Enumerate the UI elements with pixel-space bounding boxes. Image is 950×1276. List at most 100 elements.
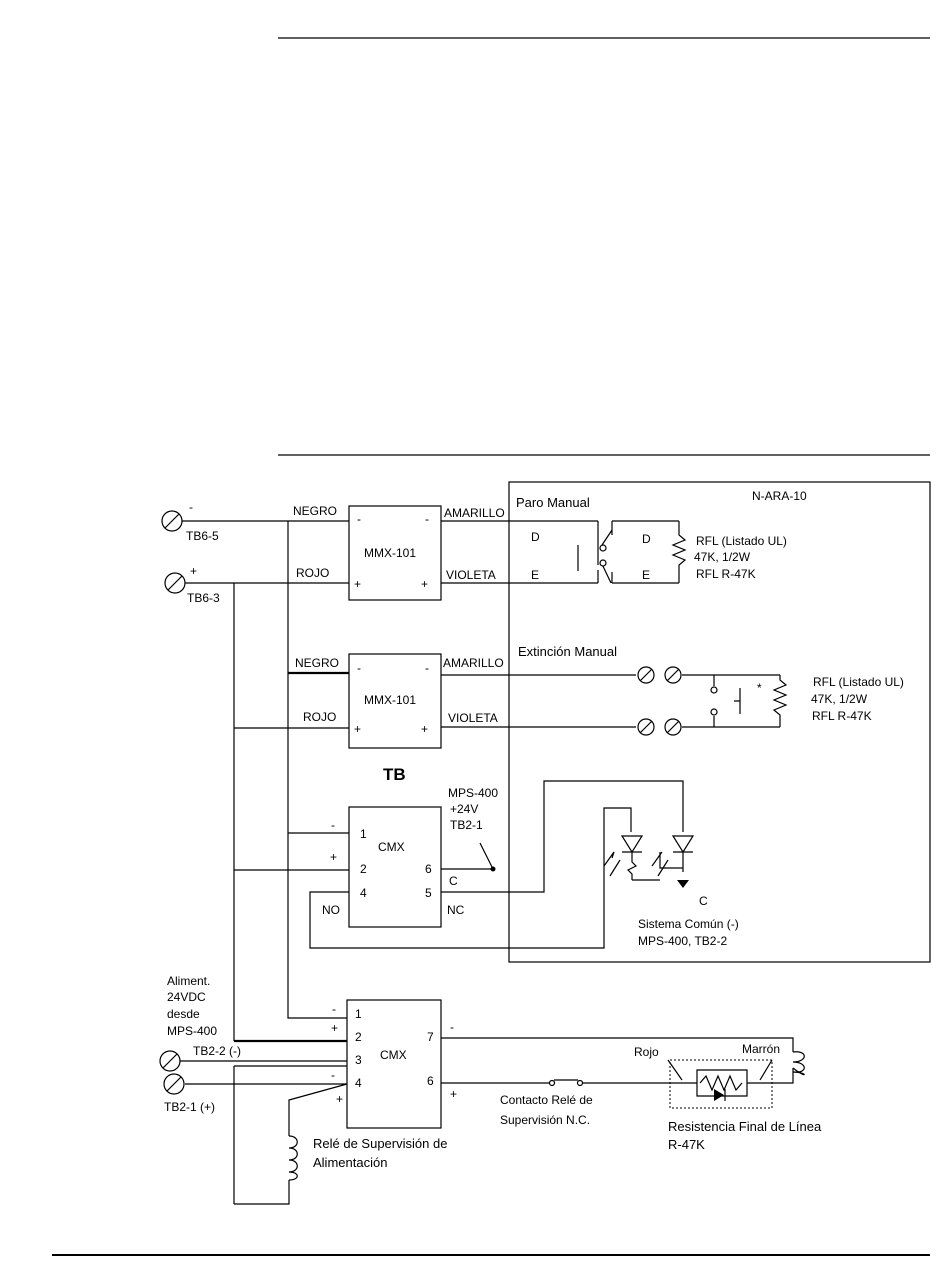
cmx-1-pin-6: 6 (425, 862, 432, 876)
contacto-line-2: Supervisión N.C. (500, 1113, 590, 1127)
aliment-line-4: MPS-400 (167, 1024, 217, 1038)
terminal-tb6-5-sign: - (189, 500, 193, 514)
tb-label: TB (383, 765, 406, 784)
cmx-2-plus-relay: + (336, 1092, 343, 1106)
wire-label-negro-2: NEGRO (295, 656, 339, 670)
module-mmx-101-1-minus-right: - (425, 512, 429, 526)
resistencia-final (667, 1059, 773, 1109)
aliment-line-1: Aliment. (167, 974, 210, 988)
contacto-rele (548, 1079, 584, 1087)
cmx-2-minus-4: - (331, 1068, 335, 1082)
tb2-1-label: TB2-1 (+) (164, 1100, 215, 1114)
wire-label-negro-1: NEGRO (293, 504, 337, 518)
resistencia-marron: Marrón (742, 1042, 780, 1056)
module-mmx-101-1-plus-right: + (421, 577, 428, 591)
sistema-c: C (699, 894, 708, 908)
paro-manual-d-left: D (531, 530, 540, 544)
resistencia-line-1: Resistencia Final de Línea (668, 1119, 822, 1134)
wire-label-rojo-1: ROJO (296, 566, 329, 580)
module-mmx-101-2-minus-left: - (357, 661, 361, 675)
cmx-1-mps-1: MPS-400 (448, 786, 498, 800)
module-mmx-101-2-name: MMX-101 (364, 693, 416, 707)
cmx-1-c: C (449, 874, 458, 888)
cmx-2-wiring (180, 870, 794, 1205)
system-box-title: N-ARA-10 (752, 489, 807, 503)
terminal-tb6-3: + TB6-3 (164, 564, 220, 605)
aliment-line-2: 24VDC (167, 990, 206, 1004)
extincion-manual-wiring (441, 674, 788, 728)
paro-manual-e-left: E (531, 568, 539, 582)
cmx-1-minus: - (331, 818, 335, 832)
module-cmx-2: CMX 1 2 3 4 7 6 (346, 999, 442, 1129)
cmx-1-nc: NC (447, 903, 465, 917)
paro-manual-e-right: E (642, 568, 650, 582)
cmx-1-mps-3: TB2-1 (450, 818, 483, 832)
resistencia-rojo: Rojo (634, 1045, 659, 1059)
cmx-1-name: CMX (378, 840, 405, 854)
system-box (508, 481, 931, 963)
terminal-tb6-5: - TB6-5 (161, 500, 219, 543)
paro-manual-rfl-2: 47K, 1/2W (694, 550, 751, 564)
cmx-2-pin-4: 4 (355, 1076, 362, 1090)
sistema-line-1: Sistema Común (-) (638, 917, 739, 931)
module-mmx-101-2-plus-right: + (421, 722, 428, 736)
extincion-manual-title: Extinción Manual (518, 644, 617, 659)
cmx-2-minus-7: - (450, 1020, 454, 1034)
wire-label-rojo-2: ROJO (303, 710, 336, 724)
cmx-2-loop-coil (792, 1051, 805, 1076)
module-mmx-101-2-minus-right: - (425, 661, 429, 675)
paro-manual-d-right: D (642, 532, 651, 546)
terminal-tb6-5-label: TB6-5 (186, 529, 219, 543)
cmx-1-pin-5: 5 (425, 886, 432, 900)
cmx-1-pin-2: 2 (360, 862, 367, 876)
cmx-2-plus-6: + (450, 1087, 457, 1101)
cmx-2-pin-2: 2 (355, 1030, 362, 1044)
module-mmx-101-2: MMX-101 - - + + (348, 653, 442, 749)
wire-rojo-bus (185, 582, 349, 871)
module-mmx-101-1: MMX-101 - - + + (348, 505, 442, 601)
wire-label-amarillo-1: AMARILLO (444, 506, 505, 520)
cmx-1-no: NO (322, 903, 340, 917)
led-indicators (603, 835, 695, 888)
paro-manual-title: Paro Manual (516, 495, 590, 510)
cmx-2-plus-2: + (331, 1021, 338, 1035)
terminal-tb2-1 (163, 1073, 185, 1095)
module-mmx-101-1-minus-left: - (357, 512, 361, 526)
contacto-line-1: Contacto Relé de (500, 1093, 593, 1107)
paro-manual-rfl-3: RFL R-47K (696, 567, 756, 581)
wire-label-amarillo-2: AMARILLO (443, 656, 504, 670)
extincion-rfl-3: RFL R-47K (812, 709, 872, 723)
cmx-2-pin-3: 3 (355, 1053, 362, 1067)
cmx-2-name: CMX (380, 1048, 407, 1062)
wire-negro-bus (182, 520, 349, 1019)
extincion-terminal-pair-top (637, 666, 682, 684)
terminal-tb6-3-sign: + (190, 564, 197, 578)
tb2-2-label: TB2-2 (-) (193, 1044, 241, 1058)
cmx-2-minus-1: - (332, 1002, 336, 1016)
terminal-tb6-3-label: TB6-3 (187, 591, 220, 605)
cmx-1-wiring (288, 780, 684, 949)
extincion-rfl-2: 47K, 1/2W (811, 692, 868, 706)
rele-line-2: Alimentación (313, 1155, 387, 1170)
wire-label-violeta-2: VIOLETA (448, 711, 498, 725)
cmx-1-pin-4: 4 (360, 886, 367, 900)
cmx-1-mps-2: +24V (450, 802, 478, 816)
cmx-2-relay-coil (288, 1135, 298, 1181)
module-mmx-101-2-plus-left: + (354, 722, 361, 736)
paro-manual-rfl-1: RFL (Listado UL) (696, 534, 787, 548)
module-mmx-101-1-plus-left: + (354, 577, 361, 591)
terminal-tb2-2 (159, 1050, 181, 1072)
module-mmx-101-1-name: MMX-101 (364, 546, 416, 560)
extincion-star: * (757, 681, 762, 695)
cmx-1-plus: + (330, 850, 337, 864)
extincion-rfl-1: RFL (Listado UL) (813, 675, 904, 689)
paro-manual-wiring (441, 520, 687, 584)
rele-line-1: Relé de Supervisión de (313, 1136, 447, 1151)
cmx-2-pin-6: 6 (427, 1074, 434, 1088)
cmx-2-pin-7: 7 (427, 1030, 434, 1044)
sistema-line-2: MPS-400, TB2-2 (638, 934, 727, 948)
cmx-1-pin-1: 1 (360, 827, 367, 841)
cmx-2-pin-1: 1 (355, 1007, 362, 1021)
wire-label-violeta-1: VIOLETA (446, 568, 496, 582)
